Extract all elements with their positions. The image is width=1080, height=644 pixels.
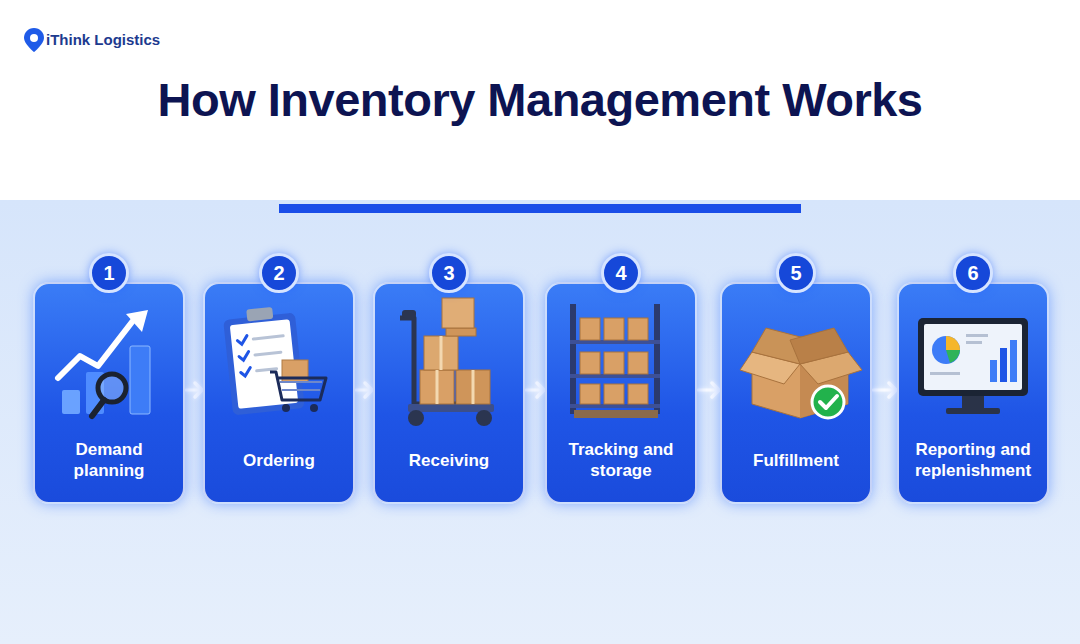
step-label-box: Demand planning	[43, 439, 175, 481]
flow-arrow	[526, 383, 544, 397]
title: How Inventory Management Works	[0, 72, 1080, 127]
step-label-box: Receiving	[383, 450, 515, 471]
chart-icon	[58, 310, 150, 416]
process-box: Reporting and replenishment	[897, 282, 1049, 504]
hand-truck-icon	[400, 298, 494, 426]
step-number: 3	[429, 253, 469, 293]
step-label-box: Tracking and storage	[555, 439, 687, 481]
process-box: Receiving	[373, 282, 525, 504]
process-box: Fulfillment	[720, 282, 872, 504]
monitor-icon	[918, 318, 1028, 414]
flow-arrow	[186, 383, 202, 397]
box-check-icon	[740, 328, 862, 418]
process-box: Demand planning	[33, 282, 185, 504]
step-number: 2	[259, 253, 299, 293]
process-box: Ordering	[203, 282, 355, 504]
flow-arrow	[356, 383, 372, 397]
step-label-box: Reporting and replenishment	[907, 439, 1039, 481]
step-label: Tracking and storage	[555, 439, 687, 481]
step-number: 1	[89, 253, 129, 293]
flow-arrow	[698, 383, 719, 397]
step-number: 4	[601, 253, 641, 293]
logo-text: iThink Logistics	[46, 31, 160, 48]
step-label: Receiving	[409, 450, 489, 471]
flow-arrow	[873, 383, 896, 397]
step-label-box: Fulfillment	[730, 450, 862, 471]
shelf-icon	[570, 304, 660, 418]
step-label: Demand planning	[43, 439, 175, 481]
step-label-box: Ordering	[213, 450, 345, 471]
step-label: Reporting and replenishment	[907, 439, 1039, 481]
step-label: Fulfillment	[753, 450, 839, 471]
step-label: Ordering	[243, 450, 315, 471]
clipboard-cart-icon	[223, 307, 326, 416]
step-number: 6	[953, 253, 993, 293]
step-number: 5	[776, 253, 816, 293]
process-box: Tracking and storage	[545, 282, 697, 504]
